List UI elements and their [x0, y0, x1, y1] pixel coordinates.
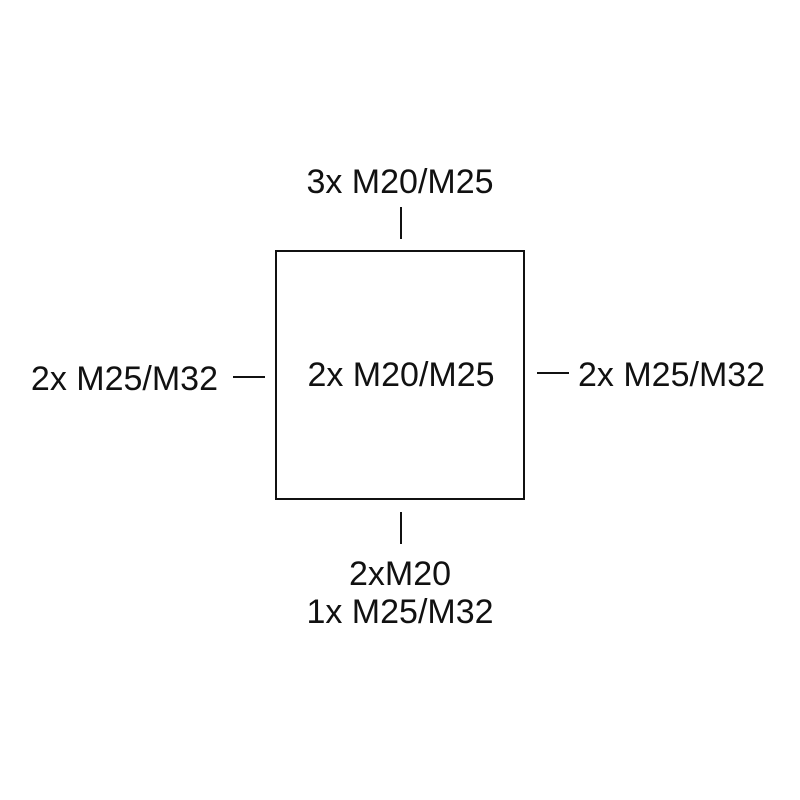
- bottom-side-label: 2xM20 1x M25/M32: [200, 555, 600, 631]
- enclosure-box: [275, 250, 525, 500]
- right-side-label: 2x M25/M32: [578, 356, 766, 394]
- bottom-label-line-2: 1x M25/M32: [306, 593, 494, 631]
- top-side-label: 3x M20/M25: [306, 163, 494, 201]
- left-leader-line: [233, 376, 265, 378]
- bottom-leader-line: [400, 512, 402, 544]
- center-label: 2x M20/M25: [307, 356, 495, 394]
- right-leader-line: [537, 372, 569, 374]
- top-leader-line: [400, 207, 402, 239]
- left-side-label: 2x M25/M32: [30, 360, 218, 398]
- bottom-label-line-1: 2xM20: [348, 555, 452, 593]
